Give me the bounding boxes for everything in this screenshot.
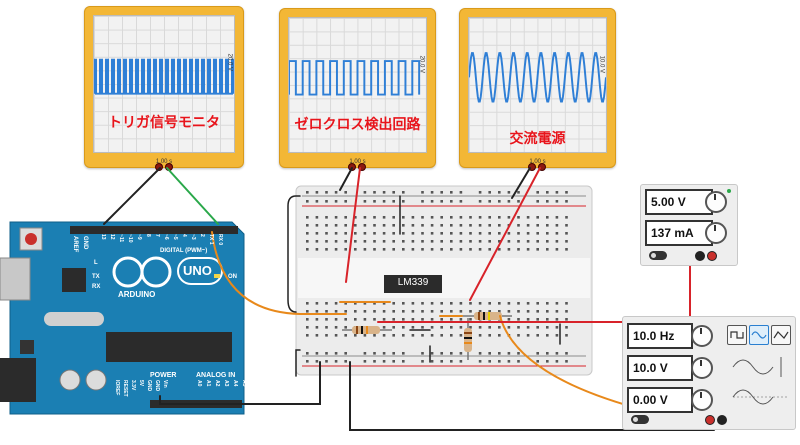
pin-label: IOREF	[114, 380, 120, 396]
pin-label: ~6	[163, 234, 169, 240]
frequency-knob[interactable]	[691, 325, 713, 347]
pin-label: GND	[154, 380, 160, 392]
pin-label: A5	[241, 380, 247, 387]
pin-label: A2	[214, 380, 220, 387]
l-led-label: L	[94, 260, 98, 266]
breadboard[interactable]	[295, 185, 593, 376]
current-knob[interactable]	[705, 222, 727, 244]
arduino-logo-text: UNO	[183, 263, 212, 278]
pin-label: RESET	[122, 380, 128, 397]
pin-label: TX 1	[208, 234, 214, 245]
arduino-brand: ARDUINO	[118, 290, 156, 299]
triangle-wave-button[interactable]	[771, 325, 791, 345]
pin-label: ~3	[190, 234, 196, 240]
oscilloscope-ac-source[interactable]: 交流電源 10.0 V 1.00 s	[459, 8, 616, 171]
dc-power-supply[interactable]: 5.00 V 137 mA	[640, 184, 738, 266]
amplitude-knob[interactable]	[691, 357, 713, 379]
pin-label: 7	[154, 234, 160, 237]
power-led	[727, 189, 731, 193]
resistor[interactable]	[462, 312, 512, 320]
pin-label: 8	[145, 234, 151, 237]
pin-label: 12	[109, 234, 115, 240]
scope-trace	[94, 58, 234, 95]
amplitude-wave-icon	[732, 357, 782, 377]
voltage-display: 5.00 V	[645, 189, 713, 215]
scope-screen: ゼロクロス検出回路 20.0 V	[288, 17, 427, 153]
offset-display: 0.00 V	[627, 387, 693, 413]
pin-label: ~10	[127, 234, 133, 243]
oscilloscope-trigger-monitor[interactable]: トリガ信号モニタ 20.0 V 1.00 s	[84, 6, 244, 171]
frequency-display: 10.0 Hz	[627, 323, 693, 349]
negative-terminal[interactable]	[695, 251, 705, 261]
rx-label: RX	[92, 284, 101, 290]
scope-trace	[469, 52, 606, 103]
scope-probe-terminal[interactable]	[538, 163, 546, 171]
resistor[interactable]	[464, 318, 472, 360]
pin-label: ~5	[172, 234, 178, 240]
positive-terminal[interactable]	[707, 251, 717, 261]
generator-negative-terminal[interactable]	[717, 415, 727, 425]
offset-knob[interactable]	[691, 389, 713, 411]
pin-label: 13	[100, 234, 106, 240]
pin-label: 4	[181, 234, 187, 237]
scope-trace	[289, 60, 421, 96]
sine-wave-icon	[751, 331, 767, 339]
scope-timebase: 1.00 s	[349, 159, 366, 165]
scope-timebase: 1.00 s	[529, 159, 546, 165]
scope-probe-terminal[interactable]	[528, 163, 536, 171]
breadboard-holes[interactable]	[306, 191, 568, 363]
scope-probe-terminal[interactable]	[155, 163, 163, 171]
atmega-chip	[106, 332, 232, 362]
pin-label: A4	[232, 380, 238, 387]
power-switch[interactable]	[649, 251, 667, 260]
pin-label: A3	[223, 380, 229, 387]
pin-label: 2	[199, 234, 205, 237]
power-label: POWER	[150, 372, 177, 379]
pin-label: GND	[146, 380, 152, 392]
on-led-label: ON	[228, 274, 237, 280]
pin-label: ~9	[136, 234, 142, 240]
pin-label: A1	[205, 380, 211, 387]
sine-wave-button[interactable]	[749, 325, 769, 345]
pin-label: ~11	[118, 234, 124, 243]
scope-label: トリガ信号モニタ	[108, 114, 220, 130]
current-display: 137 mA	[645, 220, 713, 246]
pin-label: A0	[196, 380, 202, 387]
oscilloscope-zero-cross[interactable]: ゼロクロス検出回路 20.0 V 1.00 s	[279, 8, 436, 171]
triangle-wave-icon	[773, 331, 789, 339]
generator-power-switch[interactable]	[631, 415, 649, 424]
pin-label: 5V	[138, 380, 144, 387]
pin-label: RX 0	[217, 234, 223, 246]
voltage-knob[interactable]	[705, 191, 727, 213]
scope-screen: 交流電源 10.0 V	[468, 17, 607, 153]
ic-label: LM339	[397, 277, 429, 288]
pin-label: Vin	[162, 380, 168, 388]
scope-label: 交流電源	[509, 130, 566, 146]
square-wave-button[interactable]	[727, 325, 747, 345]
scope-screen: トリガ信号モニタ 20.0 V	[93, 15, 235, 153]
aref-label: AREF	[72, 236, 78, 253]
offset-wave-icon	[732, 389, 787, 405]
gnd-label: GND	[82, 236, 88, 250]
function-generator[interactable]: 10.0 Hz 10.0 V 0.00 V	[622, 316, 796, 430]
digital-header[interactable]	[70, 226, 238, 234]
scope-label: ゼロクロス検出回路	[294, 116, 421, 132]
lm339-ic[interactable]: LM339	[384, 275, 442, 293]
wires[interactable]	[103, 167, 715, 431]
pin-label: 3.3V	[130, 380, 136, 391]
scope-timebase: 1.00 s	[155, 159, 173, 165]
analog-in-label: ANALOG IN	[196, 372, 236, 379]
generator-positive-terminal[interactable]	[705, 415, 715, 425]
tx-label: TX	[92, 274, 100, 280]
square-wave-icon	[730, 331, 744, 339]
amplitude-display: 10.0 V	[627, 355, 693, 381]
resistor[interactable]	[342, 326, 392, 334]
arduino-uno-board[interactable]	[0, 221, 245, 415]
digital-header-label: DIGITAL (PWM~)	[160, 248, 208, 254]
scope-probe-terminal[interactable]	[358, 163, 366, 171]
